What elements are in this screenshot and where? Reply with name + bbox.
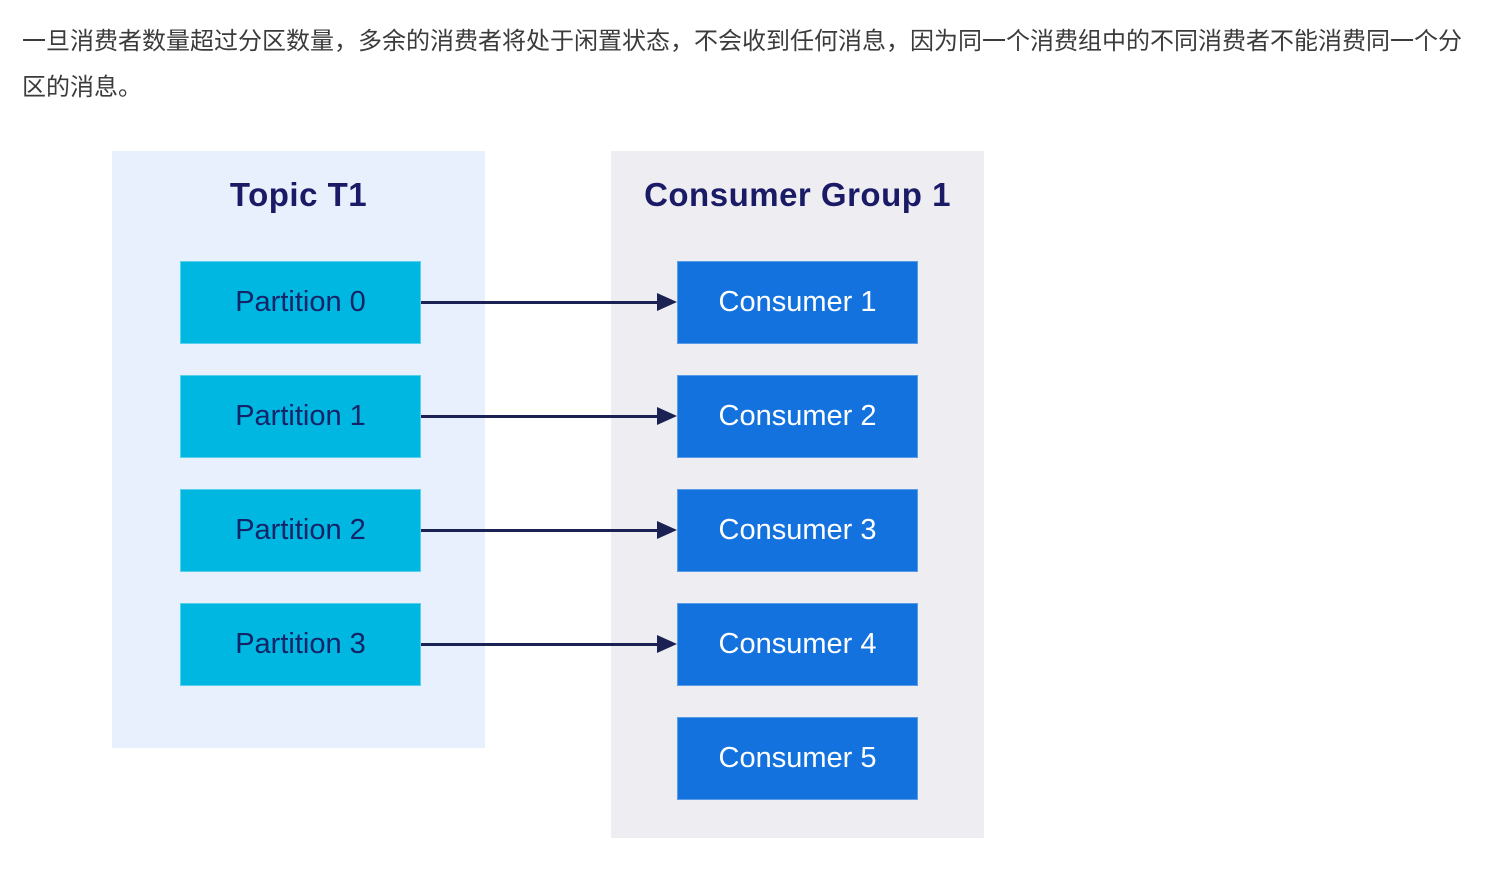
consumer-group-panel: Consumer Group 1 Consumer 1 Consumer 2 C… [611,151,984,838]
arrow-partition2-to-consumer3 [421,521,677,539]
consumer-box-2: Consumer 2 [677,375,918,458]
consumer-box-3: Consumer 3 [677,489,918,572]
partition-box-1: Partition 1 [180,375,421,458]
arrow-partition1-to-consumer2 [421,407,677,425]
consumer-box-5: Consumer 5 [677,717,918,800]
partition-box-0: Partition 0 [180,261,421,344]
intro-paragraph: 一旦消费者数量超过分区数量，多余的消费者将处于闲置状态，不会收到任何消息，因为同… [22,27,1462,101]
consumer-group-title: Consumer Group 1 [644,176,951,213]
partition-box-2: Partition 2 [180,489,421,572]
partition-box-3: Partition 3 [180,603,421,686]
topic-title: Topic T1 [229,176,368,213]
arrow-partition3-to-consumer4 [421,635,677,653]
arrow-partition0-to-consumer1 [421,293,677,311]
consumer-box-1: Consumer 1 [677,261,918,344]
consumer-box-4: Consumer 4 [677,603,918,686]
topic-panel: Topic T1 Partition 0 Partition 1 Partiti… [112,151,485,748]
